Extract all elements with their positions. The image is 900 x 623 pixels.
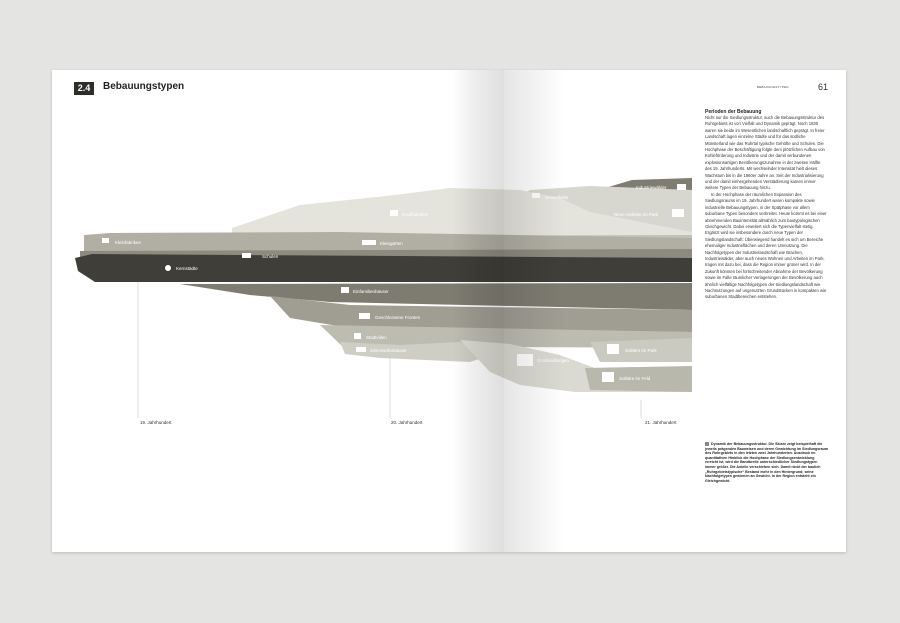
svg-text:Schulen: Schulen	[262, 254, 279, 259]
band-geschlossene-fronten	[270, 296, 692, 332]
label-grossfabriken: Großfabriken	[390, 210, 429, 217]
svg-text:Brownfields: Brownfields	[545, 195, 569, 200]
label-industriewaelder: Industriewälder	[636, 184, 686, 190]
caption-text: Dynamik der Bebauungsstruktur. Die Skizz…	[705, 442, 829, 483]
row-house-icon	[356, 347, 366, 352]
forest-icon	[677, 184, 686, 190]
label-zeilenwohnhaeuser: Zeilenwohnhäuser	[356, 347, 407, 353]
tower-field-icon	[602, 372, 614, 382]
school-icon	[242, 253, 251, 258]
tower-park-icon	[607, 344, 619, 354]
svg-text:Zeilenwohnhäuser: Zeilenwohnhäuser	[370, 348, 407, 353]
band-zeilenwohnhaeuser	[340, 342, 500, 362]
label-grossfeldungen: Großsiedlungen	[517, 354, 570, 366]
sidebar-paragraph-1: Nicht nur die Siedlungsstruktur, auch di…	[705, 115, 825, 191]
svg-text:Solitäre im Park: Solitäre im Park	[625, 348, 658, 353]
svg-text:Kleingärten: Kleingärten	[380, 241, 403, 246]
timeline-label-21: 21. Jahrhundert	[645, 420, 677, 425]
chapter-title: Bebauungstypen	[103, 81, 185, 92]
caption-marker-icon	[705, 442, 709, 447]
factory-icon	[102, 238, 109, 243]
sidebar-text: Perioden der Bebauung Nicht nur die Sied…	[705, 109, 828, 301]
svg-text:Industriewälder: Industriewälder	[636, 185, 667, 190]
label-einfamilienhaeuser: Einfamilienhäuser	[341, 287, 389, 294]
city-icon	[165, 265, 171, 271]
band-kernstaedte	[75, 254, 692, 282]
house-icon	[341, 287, 349, 293]
running-header: BEBAUUNGSTYPEN	[757, 85, 789, 89]
sidebar-title: Perioden der Bebauung	[705, 109, 762, 115]
sidebar-paragraph-2: In der Hochphase der räumlichen Expansio…	[705, 191, 827, 300]
timeline-label-20: 20. Jahrhundert	[391, 420, 423, 425]
label-neue-gebiete: Neue Gebiete im Park	[614, 209, 684, 217]
label-solitaere-feld: Solitäre im Feld	[602, 372, 651, 382]
label-schulen: Schulen	[242, 253, 279, 259]
label-stadtvillen: Stadtvillen	[354, 333, 387, 340]
label-kleingaerten: Kleingärten	[362, 240, 403, 246]
svg-text:Großsiedlungen: Großsiedlungen	[537, 358, 570, 363]
label-solitaere-park: Solitäre im Park	[607, 344, 658, 354]
label-kernstaedte: Kernstädte	[165, 265, 198, 271]
svg-text:Kleinfabriken: Kleinfabriken	[115, 240, 142, 245]
svg-text:Kernstädte: Kernstädte	[176, 266, 198, 271]
figure-caption: Dynamik der Bebauungsstruktur. Die Skizz…	[705, 442, 828, 483]
estate-icon	[517, 354, 533, 366]
garden-icon	[362, 240, 376, 245]
svg-text:Einfamilienhäuser: Einfamilienhäuser	[353, 289, 389, 294]
svg-text:Geschlossene Fronten: Geschlossene Fronten	[375, 315, 421, 320]
label-kleinfabriken: Kleinfabriken	[102, 238, 142, 245]
svg-text:Neue Gebiete im Park: Neue Gebiete im Park	[614, 212, 659, 217]
band-einfamilienhaeuser	[180, 283, 692, 310]
svg-text:Solitäre im Feld: Solitäre im Feld	[619, 376, 651, 381]
large-factory-icon	[390, 210, 398, 216]
park-building-icon	[672, 209, 684, 217]
svg-text:Großfabriken: Großfabriken	[402, 212, 429, 217]
label-brownfields: Brownfields	[532, 193, 569, 200]
svg-text:Stadtvillen: Stadtvillen	[366, 335, 387, 340]
timeline-label-19: 19. Jahrhundert	[140, 420, 172, 425]
brownfield-icon	[532, 193, 540, 198]
label-geschlossene-fronten: Geschlossene Fronten	[359, 313, 421, 320]
chapter-number: 2.4	[74, 82, 94, 95]
villa-icon	[354, 333, 361, 339]
page-number: 61	[818, 82, 829, 92]
terrace-icon	[359, 313, 370, 319]
